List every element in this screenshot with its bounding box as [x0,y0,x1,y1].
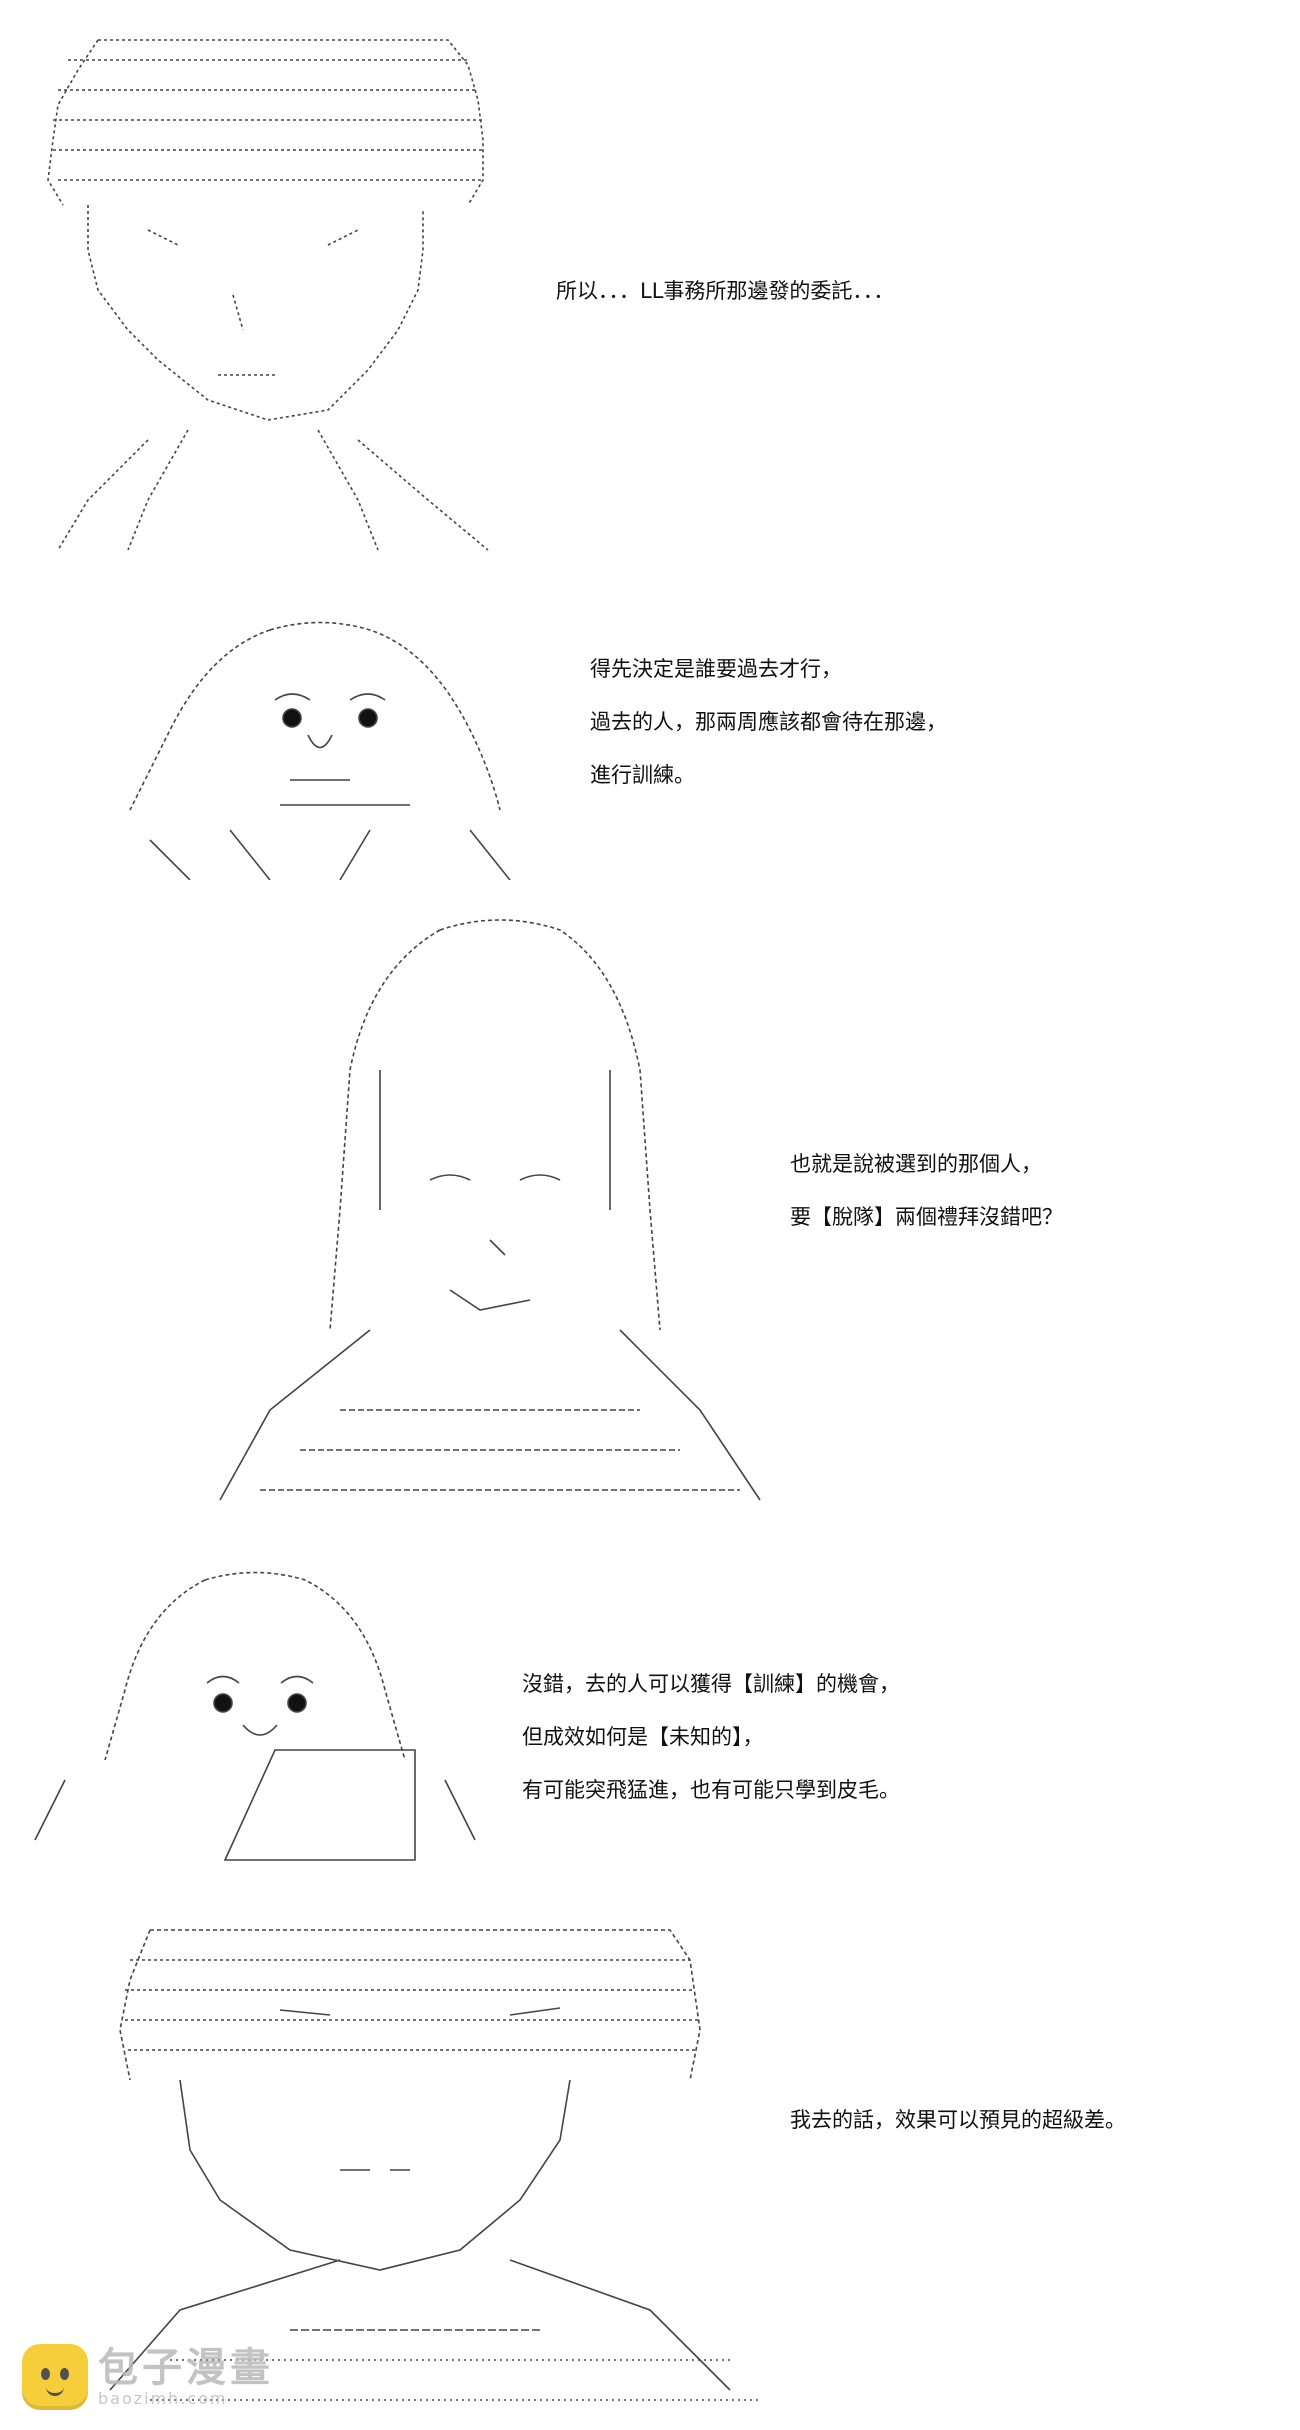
watermark: 包子漫畫 baozimh.com [22,2342,274,2412]
dialog-text-1: 所以．．．LL事務所那邊發的委託．．． [556,265,894,318]
ascii-art-round-face-holding-paper-icon [25,1560,485,1870]
bun-logo-icon [22,2344,88,2410]
dialog-text-3: 也就是說被選到的那個人， 要【脫隊】兩個禮拜沒錯吧？ [790,1138,1063,1244]
dialog-line: 沒錯，去的人可以獲得【訓練】的機會， [522,1672,900,1696]
panel-2: 得先決定是誰要過去才行， 過去的人，那兩周應該都會待在那邊， 進行訓練。 [0,600,1300,890]
dialog-text-2: 得先決定是誰要過去才行， 過去的人，那兩周應該都會待在那邊， 進行訓練。 [590,643,947,802]
ascii-art-round-face-character-icon [110,610,530,880]
dialog-text-5: 我去的話，效果可以預見的超級差。 [790,2094,1126,2147]
panel-5: 我去的話，效果可以預見的超級差。 [0,1900,1300,2430]
dialog-line: 所以．．．LL事務所那邊發的委託．．． [556,279,895,303]
dialog-line: 我去的話，效果可以預見的超級差。 [790,2108,1126,2132]
dialog-line: 進行訓練。 [590,763,695,787]
ascii-art-boy-with-bangs-icon [28,30,518,560]
dialog-line: 也就是說被選到的那個人， [790,1152,1042,1176]
panel-3: 也就是說被選到的那個人， 要【脫隊】兩個禮拜沒錯吧？ [0,900,1300,1530]
watermark-url: baozimh.com [98,2389,228,2408]
dialog-line: 要【脫隊】兩個禮拜沒錯吧？ [790,1205,1063,1229]
ascii-art-boy-with-messy-hair-icon [90,1920,810,2420]
dialog-line: 得先決定是誰要過去才行， [590,657,842,681]
dialog-text-4: 沒錯，去的人可以獲得【訓練】的機會， 但成效如何是【未知的】， 有可能突飛猛進，… [522,1658,900,1817]
dialog-line: 有可能突飛猛進，也有可能只學到皮毛。 [522,1778,900,1802]
panel-1: 所以．．．LL事務所那邊發的委託．．． [0,0,1300,570]
ascii-art-long-hair-girl-icon [200,910,790,1520]
panel-4: 沒錯，去的人可以獲得【訓練】的機會， 但成效如何是【未知的】， 有可能突飛猛進，… [0,1560,1300,1880]
watermark-title: 包子漫畫 [98,2345,274,2391]
dialog-line: 但成效如何是【未知的】， [522,1725,764,1749]
dialog-line: 過去的人，那兩周應該都會待在那邊， [590,710,947,734]
